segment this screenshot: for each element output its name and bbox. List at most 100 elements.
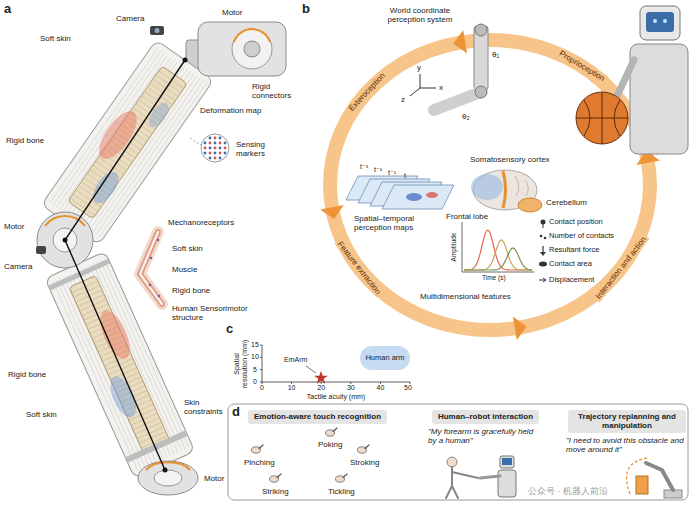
- touch-label: Poking: [318, 440, 342, 449]
- robot-face: [502, 458, 512, 465]
- tick-label: 40: [376, 384, 384, 392]
- joint-dot: [163, 468, 168, 473]
- part-label: Soft skin: [172, 244, 203, 253]
- marker-inset: [201, 134, 229, 162]
- loop-ring: [330, 40, 650, 330]
- robot-body: [630, 44, 688, 154]
- elbow-motor: [37, 212, 93, 268]
- wrist-motor: [138, 461, 198, 495]
- sensing-marker: [214, 152, 217, 155]
- robot-eye: [653, 19, 657, 23]
- axis-label: z: [401, 95, 405, 104]
- tick-label: 5: [253, 366, 257, 374]
- loop-arrowhead: [513, 316, 527, 340]
- part-label: Rigid bone: [6, 136, 44, 145]
- finger-icon: [343, 474, 347, 478]
- sensing-marker: [219, 152, 222, 155]
- replanned-trajectory: [627, 458, 648, 494]
- skin-texture: [56, 53, 164, 208]
- sensing-marker: [219, 142, 222, 145]
- finger-icon: [365, 445, 369, 449]
- axis-title: Amplitude: [450, 233, 457, 262]
- sensing-marker: [224, 152, 227, 155]
- cerebellum: [518, 198, 542, 212]
- skin-constraint: [125, 430, 188, 463]
- sensing-marker: [209, 157, 212, 160]
- part-label: Multidimensional features: [420, 292, 511, 301]
- node-text: Emotion-aware touch recognition: [253, 412, 382, 421]
- axis-title: Spatial resolution (mm): [233, 338, 249, 390]
- robot-face: [646, 12, 674, 32]
- tick-mark: [260, 357, 262, 358]
- robot-head: [640, 6, 680, 40]
- axis-label: x: [439, 83, 443, 92]
- point-label: EmArm: [284, 356, 307, 364]
- feature-label: Contact area: [549, 260, 592, 269]
- data-region: Human arm: [360, 346, 410, 370]
- sensing-marker: [214, 137, 217, 140]
- robot-arm: [646, 463, 673, 490]
- tick-mark: [291, 382, 292, 384]
- sensing-marker: [214, 157, 217, 160]
- robot-arm: [480, 476, 500, 478]
- part-label: Cerebellum: [546, 198, 587, 207]
- motor-hub: [53, 228, 77, 252]
- part-label: Rigid bone: [172, 286, 210, 295]
- feature-label: Resultant force: [549, 246, 599, 255]
- part-label: Motor: [4, 222, 24, 231]
- sensing-marker: [214, 147, 217, 150]
- time-label: t: [404, 172, 406, 180]
- part-label: Motor: [204, 474, 224, 483]
- contacts-icon: [544, 237, 547, 240]
- deformation-patch: [92, 105, 144, 165]
- motor-rotor: [232, 29, 272, 69]
- deformation-patch: [105, 373, 141, 421]
- part-label: Soft skin: [26, 410, 57, 419]
- emarm-pointer: [306, 366, 316, 373]
- chart-axes: [262, 345, 410, 382]
- kinematic-axis: [65, 60, 185, 470]
- camera-icon: [150, 26, 164, 35]
- joint-dot: [63, 238, 68, 243]
- quote-text: "I need to avoid this obstacle and move …: [566, 436, 684, 454]
- human-head: [447, 457, 457, 467]
- time-label: t⁻²: [374, 166, 382, 174]
- inset-leader: [190, 138, 201, 145]
- axis-label: y: [417, 63, 421, 72]
- sensing-marker: [209, 147, 212, 150]
- sensing-marker: [224, 142, 227, 145]
- sensing-marker: [204, 142, 207, 145]
- part-label: Somatosensory cortex: [470, 155, 550, 164]
- part-label: Deformation map: [200, 106, 261, 115]
- part-label: Muscle: [172, 265, 197, 274]
- motor-hub: [244, 41, 260, 57]
- brain-gyrus: [515, 176, 528, 196]
- loop-arrowhead: [453, 30, 467, 54]
- part-label: Sensing markers: [236, 140, 278, 158]
- human-figure: [446, 467, 478, 498]
- node-text: Trajectory replanning and manipulation: [573, 412, 681, 430]
- plot-axes: [462, 222, 534, 272]
- part-label: Rigid connectors: [252, 82, 300, 100]
- panel-letter: d: [232, 405, 240, 420]
- tick-mark: [410, 382, 411, 384]
- panel-letter: c: [226, 322, 233, 337]
- loop-label: Exteroception: [346, 70, 389, 115]
- part-label: Soft skin: [40, 34, 71, 43]
- axis-x: [420, 88, 436, 89]
- sensing-marker: [204, 152, 207, 155]
- sensing-marker: [209, 142, 212, 145]
- somatosensory-strip: [503, 171, 506, 208]
- tick-mark: [380, 382, 381, 384]
- part-label: Spatial–temporal perception maps: [354, 214, 438, 232]
- part-label: Camera: [4, 262, 32, 271]
- obstacle: [636, 476, 648, 494]
- sensing-marker: [219, 157, 222, 160]
- loop-arrowhead: [320, 205, 344, 219]
- sensing-marker: [224, 147, 227, 150]
- watermark: 公众号 · 机器人前沿: [528, 486, 608, 496]
- rotation-arrow: [45, 216, 85, 226]
- human-bone: [140, 232, 162, 304]
- time-label: t⁻³: [360, 163, 368, 171]
- rigid-bone: [68, 66, 188, 219]
